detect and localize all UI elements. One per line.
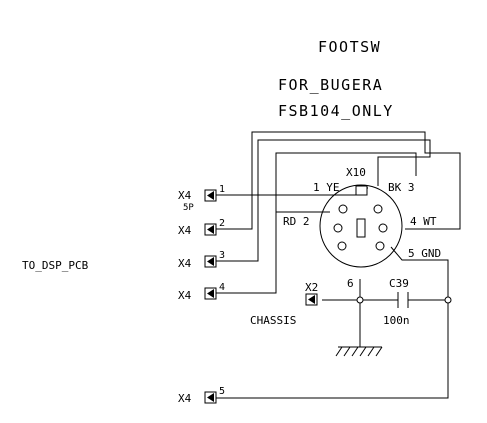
x4-pin-symbol-2: [204, 223, 217, 236]
x4-ref-pin4: X4: [178, 289, 192, 302]
x4-pin-symbol-4: [204, 287, 217, 300]
x4-pin-number-3: 3: [219, 250, 225, 261]
x4-ref-pin1: X4: [178, 189, 192, 202]
junction-dot-chassis: [356, 296, 364, 304]
capacitor-ref: C39: [389, 277, 409, 290]
capacitor-c39: [397, 292, 409, 308]
x4-pin-number-5: 5: [219, 386, 225, 397]
din-pin-1-label: 1 YE: [313, 181, 340, 194]
x4-ref-pin3: X4: [178, 257, 192, 270]
x4-pin-number-1: 1: [219, 184, 225, 195]
title-line-2: FOR_BUGERA: [278, 76, 383, 94]
title-line-3: FSB104_ONLY: [278, 102, 394, 120]
chassis-ground-icon: [335, 346, 383, 357]
din-pin-4-label: 4 WT: [410, 215, 437, 228]
x4-pin-symbol-5: [204, 391, 217, 404]
chassis-label: CHASSIS: [250, 314, 296, 327]
x4-pin-number-2: 2: [219, 218, 225, 229]
chassis-pin-symbol: [305, 293, 318, 306]
x4-ref-pin2: X4: [178, 224, 192, 237]
din-socket: [319, 184, 403, 268]
x4-pin-symbol-3: [204, 255, 217, 268]
side-label: TO_DSP_PCB: [22, 259, 89, 272]
din-pin-2-label: RD 2: [283, 215, 310, 228]
wire-net: [216, 131, 461, 399]
din-pin-6-label: 6: [347, 277, 354, 290]
x4-pin-symbol-1: [204, 189, 217, 202]
x4-pin-number-4: 4: [219, 282, 225, 293]
din-pin-3-label: BK 3: [388, 181, 415, 194]
title-line-1: FOOTSW: [318, 38, 381, 56]
junction-dot-gnd: [444, 296, 452, 304]
din-ref: X10: [346, 166, 366, 179]
chassis-ref: X2: [305, 281, 318, 294]
capacitor-value: 100n: [383, 314, 410, 327]
din-pin-5-label: 5 GND: [408, 247, 441, 260]
x4-ref-pin5: X4: [178, 392, 192, 405]
x4-sub-label: 5P: [183, 203, 194, 213]
